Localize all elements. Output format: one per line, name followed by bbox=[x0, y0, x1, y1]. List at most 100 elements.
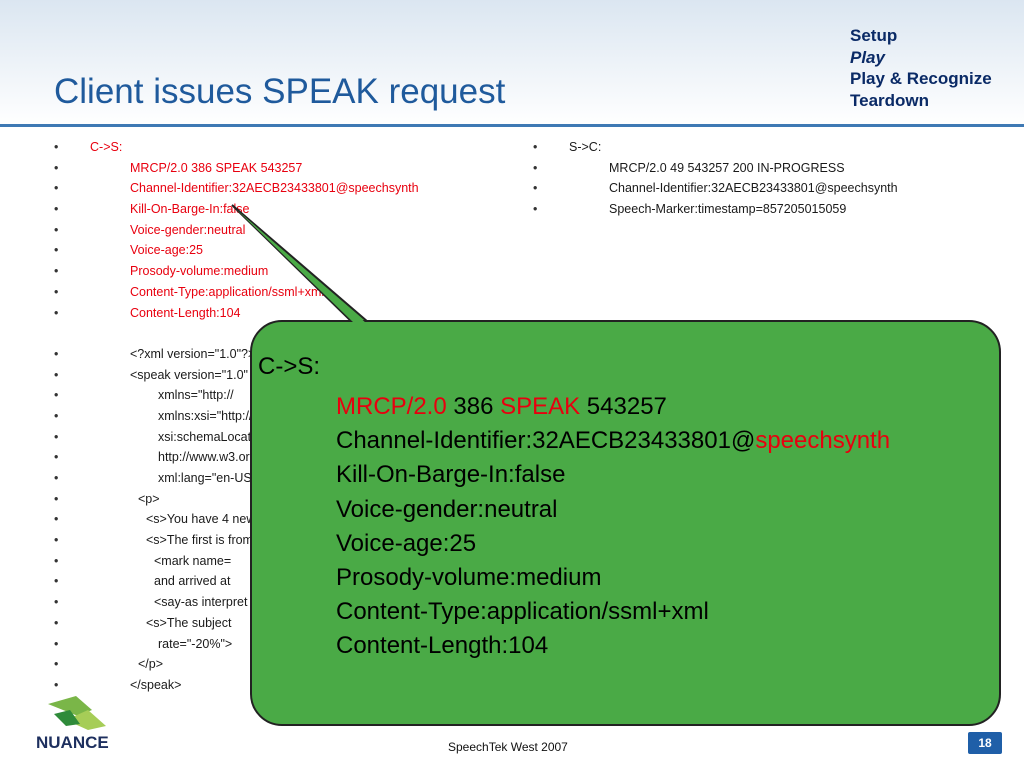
request-line-text: Voice-age:25 bbox=[130, 243, 203, 258]
callout-heading: C->S: bbox=[258, 353, 321, 380]
bullet-icon: • bbox=[533, 140, 538, 154]
bullet-icon: • bbox=[54, 615, 59, 630]
callout-segment: 386 bbox=[446, 393, 501, 420]
callout-line: Content-Type:application/ssml+xml bbox=[336, 595, 890, 629]
bullet-icon: • bbox=[54, 429, 59, 444]
request-line: • <speak version="1.0" bbox=[54, 365, 514, 386]
bullet-icon: • bbox=[54, 553, 59, 568]
request-line-text: <say-as interpret bbox=[154, 595, 248, 610]
bullet-icon: • bbox=[54, 346, 59, 361]
request-line: •MRCP/2.0 386 SPEAK 543257 bbox=[54, 158, 514, 179]
request-line: • and arrived at bbox=[54, 571, 514, 592]
logo-text: NUANCE bbox=[36, 733, 109, 752]
callout-segment: MRCP/2.0 bbox=[336, 393, 447, 420]
callout-pointer-fill bbox=[236, 209, 366, 323]
callout-segment: SPEAK bbox=[500, 393, 581, 420]
page-number-badge: 18 bbox=[968, 732, 1002, 754]
request-line-text: Content-Length:104 bbox=[130, 305, 241, 320]
request-line-text: Kill-On-Barge-In:false bbox=[130, 202, 250, 217]
request-line: •xsi:schemaLocation= bbox=[54, 427, 514, 448]
response-line: •MRCP/2.0 49 543257 200 IN-PROGRESS bbox=[533, 158, 993, 179]
agenda-list: Setup Play Play & Recognize Teardown bbox=[850, 25, 992, 111]
callout-segment: 543257 bbox=[580, 393, 667, 420]
response-line-text: Channel-Identifier:32AECB23433801@speech… bbox=[609, 181, 898, 196]
callout-segment: Content-Length:104 bbox=[336, 632, 549, 660]
callout-segment: Channel-Identifier:32AECB23433801@ bbox=[336, 427, 756, 455]
request-line: • Prosody-volume:medium bbox=[54, 261, 514, 282]
bullet-icon: • bbox=[54, 677, 59, 692]
bullet-icon: • bbox=[54, 222, 59, 237]
logo-swoosh-top bbox=[48, 696, 92, 716]
callout-segment: Voice-age:25 bbox=[336, 529, 477, 557]
request-line: •</p> bbox=[54, 654, 514, 675]
request-line: •<s>You have 4 new bbox=[54, 509, 514, 530]
bullet-icon: • bbox=[54, 636, 59, 651]
logo-swoosh-middle bbox=[66, 710, 106, 730]
logo-swoosh-bottom bbox=[54, 710, 80, 726]
request-line-text: </speak> bbox=[130, 677, 182, 692]
request-line: •Content-Length:104 bbox=[54, 303, 514, 324]
request-line: •http://www.w3.org/ bbox=[54, 447, 514, 468]
request-line: •Kill-On-Barge-In:false bbox=[54, 199, 514, 220]
response-line-text: Speech-Marker:timestamp=857205015059 bbox=[609, 202, 847, 217]
request-line-text: and arrived at bbox=[154, 574, 231, 589]
nuance-logo: NUANCE bbox=[36, 696, 109, 752]
callout-line: MRCP/2.0 386 SPEAK 543257 bbox=[336, 390, 890, 424]
request-line: • Content-Type:application/ssml+xml bbox=[54, 282, 514, 303]
callout-line: Channel-Identifier:32AECB23433801@speech… bbox=[336, 424, 890, 458]
bullet-icon: • bbox=[54, 140, 59, 154]
agenda-item-play: Play bbox=[850, 47, 885, 67]
request-line: • <?xml version="1.0"?> bbox=[54, 344, 514, 365]
request-line: • <mark name= bbox=[54, 551, 514, 572]
request-line-text: Content-Type:application/ssml+xml bbox=[130, 284, 325, 299]
bullet-icon: • bbox=[54, 181, 59, 196]
request-line-text: <s>You have 4 new bbox=[146, 512, 256, 527]
request-line: •xml:lang="en-US"> bbox=[54, 468, 514, 489]
bullet-icon: • bbox=[54, 450, 59, 465]
callout-line: Voice-gender:neutral bbox=[336, 493, 890, 527]
request-line-text: Prosody-volume:medium bbox=[130, 264, 269, 279]
request-line-text: <?xml version="1.0"?> bbox=[130, 346, 256, 361]
request-line: • xmlns="http:// bbox=[54, 385, 514, 406]
callout-segment: Kill-On-Barge-In:false bbox=[336, 461, 566, 489]
response-line: • Speech-Marker:timestamp=857205015059 bbox=[533, 199, 993, 220]
bullet-icon: • bbox=[54, 491, 59, 506]
agenda-item-setup: Setup bbox=[850, 26, 898, 45]
bullet-icon: • bbox=[54, 264, 59, 279]
request-line-text: rate="-20%"> bbox=[158, 636, 233, 651]
callout-line: Kill-On-Barge-In:false bbox=[336, 458, 890, 492]
callout-segment: Content-Type:application/ssml+xml bbox=[336, 598, 709, 626]
response-line: •S->C: bbox=[533, 137, 993, 158]
request-line-text: Channel-Identifier:32AECB23433801@speech… bbox=[130, 181, 419, 196]
bullet-icon: • bbox=[54, 388, 59, 403]
request-line: • <p> bbox=[54, 489, 514, 510]
bullet-icon: • bbox=[533, 181, 538, 196]
callout-box bbox=[250, 320, 1001, 726]
request-line-text: xmlns:xsi="http:// bbox=[158, 408, 253, 423]
bullet-icon: • bbox=[54, 284, 59, 299]
request-line: •Voice-gender:neutral bbox=[54, 220, 514, 241]
request-line-text: xml:lang="en-US"> bbox=[158, 471, 264, 485]
bullet-icon: • bbox=[54, 160, 59, 175]
bullet-icon: • bbox=[54, 367, 59, 382]
request-line-text: <p> bbox=[138, 491, 160, 506]
callout-line: Content-Length:104 bbox=[336, 629, 890, 663]
bullet-icon: • bbox=[54, 574, 59, 589]
response-line: • Channel-Identifier:32AECB23433801@speec… bbox=[533, 178, 993, 199]
bullet-icon: • bbox=[54, 657, 59, 672]
request-line-text: xmlns="http:// bbox=[158, 388, 234, 403]
bullet-icon: • bbox=[54, 243, 59, 258]
request-line: •<s>The first is from bbox=[54, 530, 514, 551]
callout-line: Voice-age:25 bbox=[336, 527, 890, 561]
callout-segment: speechsynth bbox=[755, 427, 891, 455]
request-bullet-list: •C->S:•MRCP/2.0 386 SPEAK 543257•Channel… bbox=[54, 137, 514, 696]
request-line: • </speak> bbox=[54, 675, 514, 696]
callout-line: Prosody-volume:medium bbox=[336, 561, 890, 595]
response-bullet-list: •S->C:•MRCP/2.0 49 543257 200 IN-PROGRES… bbox=[533, 137, 993, 220]
bullet-icon: • bbox=[533, 202, 538, 217]
request-line-text: <mark name= bbox=[154, 553, 232, 568]
request-line: • Voice-age:25 bbox=[54, 240, 514, 261]
request-line: •xmlns:xsi="http:// bbox=[54, 406, 514, 427]
request-line-text: <speak version="1.0" bbox=[130, 367, 248, 382]
